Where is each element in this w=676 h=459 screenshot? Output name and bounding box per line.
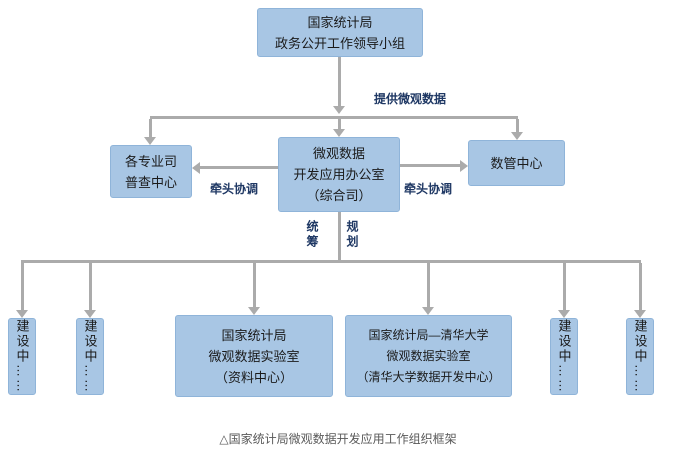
node-under-construction-3: 建设中……: [550, 318, 578, 395]
node-leading-group: 国家统计局 政务公开工作领导小组: [257, 8, 423, 57]
edge-label-planning: 规划: [345, 220, 359, 250]
arrowhead-down-right-box: [511, 132, 523, 140]
node-nbs-lab: 国家统计局 微观数据实验室 （资料中心）: [175, 315, 333, 397]
arrowhead-down-center-box: [333, 129, 345, 137]
arrowhead-down-to-branch: [333, 106, 345, 114]
connector-drop-left: [149, 119, 152, 137]
node-micro-data-office: 微观数据 开发应用办公室 （综合司）: [278, 137, 400, 212]
arrowhead-down-nbs-lab: [248, 307, 260, 315]
figure-caption: △国家统计局微观数据开发应用工作组织框架: [219, 432, 457, 446]
connector-coordination-left: [200, 166, 278, 169]
edge-label-lead-coordination-right: 牵头协调: [404, 182, 453, 196]
node-professional-depts: 各专业司 普查中心: [110, 145, 192, 198]
node-text: 国家统计局: [307, 14, 373, 30]
node-text: 数管中心: [490, 155, 543, 171]
node-text: 政务公开工作领导小组: [274, 35, 405, 51]
connector-drop-center: [338, 119, 341, 129]
node-text: 建设中……: [14, 319, 30, 394]
connector-drop-nbs-lab: [253, 263, 256, 307]
node-text: 开发应用办公室: [293, 167, 385, 182]
node-text: 微观数据实验室: [386, 348, 471, 363]
node-text: （资料中心）: [214, 369, 293, 385]
node-text: 普查中心: [124, 174, 177, 190]
node-text: 国家统计局—清华大学: [368, 327, 489, 342]
connector-bottom-horizontal: [21, 260, 641, 263]
node-text: 建设中……: [632, 319, 648, 394]
edge-label-provide-micro-data: 提供微观数据: [374, 92, 447, 106]
arrowhead-down-left-box: [144, 137, 156, 145]
arrowhead-down-tsinghua-lab: [422, 307, 434, 315]
node-text: 微观数据实验室: [208, 348, 300, 364]
connector-drop-uc2: [89, 263, 92, 310]
arrowhead-right-coordination: [460, 160, 468, 172]
edge-label-overall-coordination: 统筹: [305, 220, 319, 250]
node-under-construction-2: 建设中……: [76, 318, 104, 395]
arrowhead-down-uc3: [558, 310, 570, 318]
node-text: 各专业司: [124, 153, 177, 169]
connector-drop-right: [516, 119, 519, 132]
connector-drop-tsinghua-lab: [427, 263, 430, 307]
node-text: （综合司）: [306, 188, 372, 203]
arrowhead-down-uc1: [16, 310, 28, 318]
node-tsinghua-lab: 国家统计局—清华大学 微观数据实验室 （清华大学数据开发中心）: [345, 315, 512, 397]
node-text: 建设中……: [82, 319, 98, 394]
node-text: 建设中……: [556, 319, 572, 394]
connector-top-vertical: [338, 57, 341, 106]
connector-coordination-right: [400, 164, 460, 167]
connector-drop-uc3: [563, 263, 566, 310]
connector-drop-uc1: [21, 263, 24, 310]
node-text: 国家统计局: [221, 327, 287, 343]
node-text: （清华大学数据开发中心）: [356, 369, 501, 384]
arrowhead-left-coordination: [192, 162, 200, 174]
arrowhead-down-uc4: [634, 310, 646, 318]
node-text: 微观数据: [312, 146, 365, 161]
arrowhead-down-uc2: [84, 310, 96, 318]
connector-center-down: [338, 212, 341, 260]
node-under-construction-1: 建设中……: [8, 318, 36, 395]
node-under-construction-4: 建设中……: [626, 318, 654, 395]
edge-label-lead-coordination-left: 牵头协调: [210, 182, 259, 196]
node-data-mgmt-center: 数管中心: [468, 140, 565, 186]
connector-drop-uc4: [639, 263, 642, 310]
connector-branch-horizontal: [150, 116, 518, 119]
